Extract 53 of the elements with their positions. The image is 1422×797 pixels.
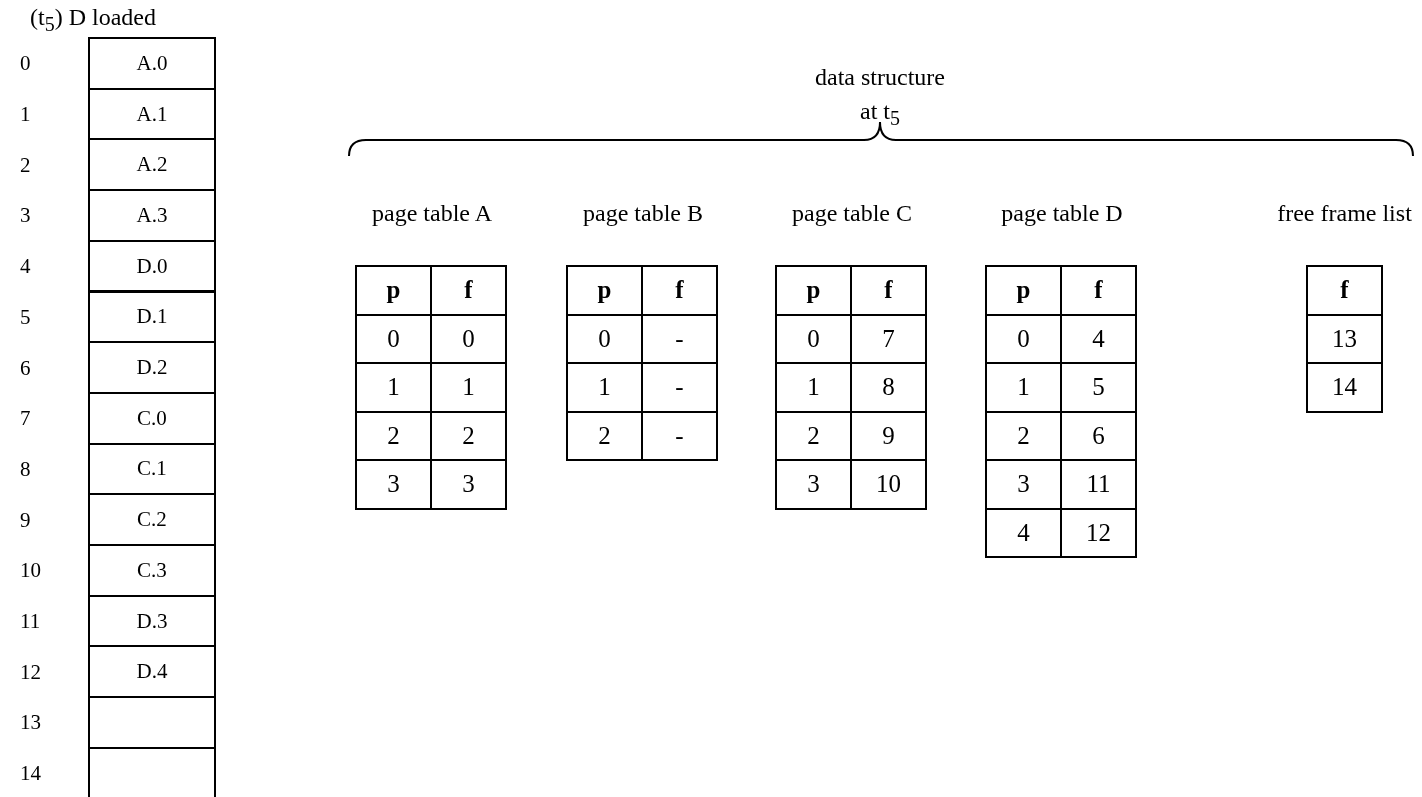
column-header: f: [430, 265, 507, 316]
frame-number: 9: [20, 507, 31, 532]
frame-number: 8: [20, 456, 31, 481]
frame-number: 3: [20, 203, 31, 228]
memory-frame: [88, 696, 216, 749]
memory-frame: D.1: [88, 290, 216, 344]
memory-frame: C.0: [88, 391, 216, 445]
frame-number: 2: [20, 152, 31, 177]
table-entry: 14: [1306, 362, 1383, 413]
frame-number: 4: [20, 254, 31, 279]
frame-number: 7: [20, 406, 31, 431]
memory-heading: (t$_{5}$) D loaded: [30, 4, 156, 36]
column-header: f: [1306, 265, 1383, 316]
table-entry: 2: [566, 410, 643, 461]
brace-caption: data structure at t$_{5}$: [814, 63, 946, 131]
column-header: p: [775, 265, 852, 316]
table-entry: 10: [850, 459, 927, 510]
frame-number: 6: [20, 355, 31, 380]
table-entry: 4: [985, 507, 1062, 558]
memory-frame: D.2: [88, 341, 216, 394]
frame-number: 11: [20, 609, 41, 634]
memory-frame: A.0: [88, 37, 216, 90]
frame-number: 13: [20, 710, 41, 735]
memory-frame: C.1: [88, 442, 216, 496]
memory-frame: D.4: [88, 645, 216, 699]
memory-frame: C.3: [88, 544, 216, 597]
table-entry: 3: [775, 459, 852, 510]
table-title: free frame list: [1276, 199, 1413, 228]
table-entry: -: [641, 410, 718, 461]
table-entry: 13: [1306, 313, 1383, 364]
frame-number: 10: [20, 558, 41, 583]
memory-frame: A.2: [88, 138, 216, 192]
table-title: page table D: [1000, 199, 1124, 228]
frame-number: 1: [20, 102, 31, 127]
memory-frame: [88, 746, 216, 797]
frame-number: 5: [20, 304, 31, 329]
column-header: f: [1060, 265, 1137, 316]
column-header: p: [355, 265, 432, 316]
table-entry: 3: [430, 459, 507, 510]
frame-number: 0: [20, 51, 31, 76]
memory-frame: A.1: [88, 87, 216, 141]
memory-frame: C.2: [88, 493, 216, 546]
table-entry: 12: [1060, 507, 1137, 558]
column-header: f: [850, 265, 927, 316]
frame-number: 12: [20, 659, 41, 684]
memory-frame: A.3: [88, 189, 216, 242]
column-header: p: [985, 265, 1062, 316]
column-header: f: [641, 265, 718, 316]
table-entry: 3: [355, 459, 432, 510]
memory-frame: D.3: [88, 594, 216, 648]
column-header: p: [566, 265, 643, 316]
frame-number: 14: [20, 761, 41, 786]
memory-frame: D.0: [88, 239, 216, 293]
